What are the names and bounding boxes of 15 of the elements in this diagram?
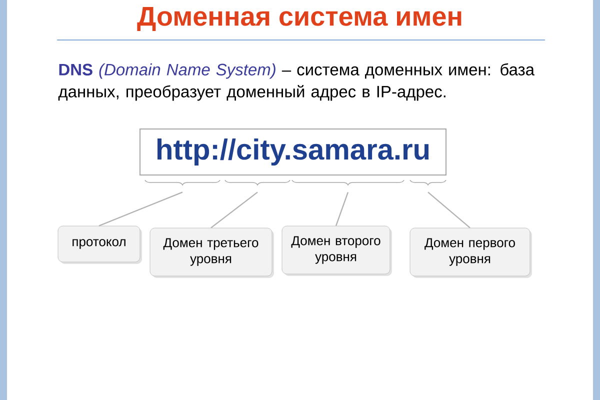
leader-line — [335, 192, 349, 226]
paragraph: DNS (Domain Name System) – система доменных имен: база данных, преобразует доменный адрес в IP-адрес. — [58, 63, 535, 101]
brace-symbol — [410, 180, 446, 186]
callout-box: Домен третьего уровня — [150, 228, 274, 278]
leader-line — [210, 192, 258, 228]
callout-box: Домен второго уровня — [282, 226, 392, 276]
title: Доменная система имен — [137, 7, 462, 31]
leader-line — [428, 192, 470, 228]
callout-box: протокол — [58, 226, 142, 264]
brace-symbol — [224, 180, 290, 186]
callout-box: Домен первого уровня — [410, 228, 532, 278]
leader-line — [98, 192, 183, 226]
brace-symbol — [144, 180, 220, 186]
brace-symbol — [292, 180, 404, 186]
url-box: http://city.samara.ru — [140, 128, 446, 176]
